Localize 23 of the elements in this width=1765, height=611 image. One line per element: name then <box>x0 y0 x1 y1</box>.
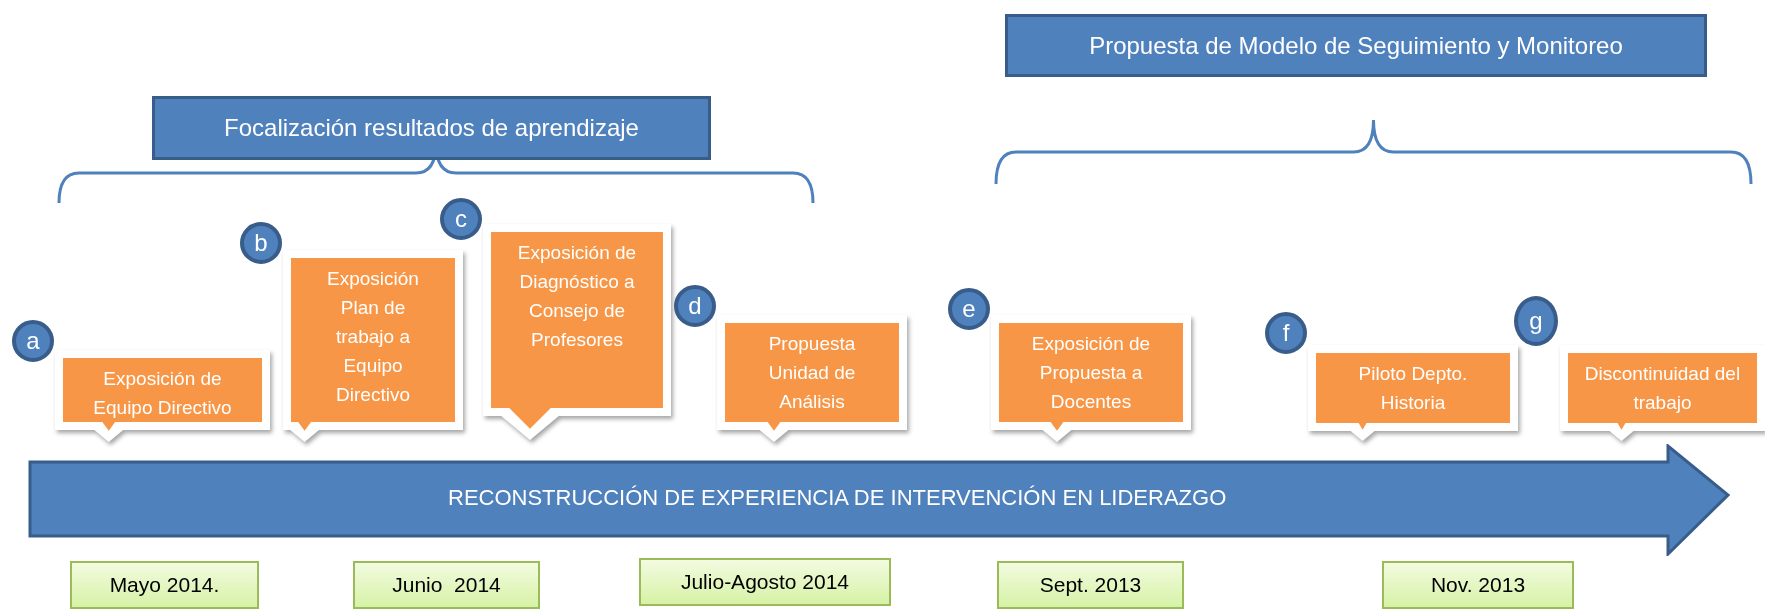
callout-text: Exposición de Diagnóstico a Consejo de Profesores <box>516 241 638 352</box>
callout-text: Piloto Depto. Historia <box>1357 362 1469 415</box>
letter-badge: f <box>1265 312 1307 354</box>
letter-badge: g <box>1514 296 1558 346</box>
date-box: Sept. 2013 <box>997 561 1184 609</box>
letter-badge: c <box>440 198 482 240</box>
date-box: Junio 2014 <box>353 561 540 609</box>
timeline-arrow <box>28 444 1730 556</box>
callout-text: Exposición de Propuesta a Docentes <box>1030 332 1152 414</box>
date-box: Nov. 2013 <box>1382 561 1574 609</box>
letter-badge: b <box>240 222 282 264</box>
callout-text: Exposición de Equipo Directivo <box>92 367 233 420</box>
arrow-label: RECONSTRUCCIÓN DE EXPERIENCIA DE INTERVENCIÓN EN LIDERAZGO <box>448 485 1227 511</box>
title-banner: Focalización resultados de aprendizaje <box>152 96 711 160</box>
callout-text: Propuesta Unidad de Análisis <box>767 332 857 414</box>
letter-badge: a <box>12 320 54 362</box>
date-box: Julio-Agosto 2014 <box>639 558 891 606</box>
letter-badge: d <box>674 285 716 327</box>
title-banner: Propuesta de Modelo de Seguimiento y Monitoreo <box>1005 14 1707 77</box>
callout-text: Exposición Plan de trabajo a Equipo Directivo <box>326 267 420 407</box>
date-box: Mayo 2014. <box>70 561 259 609</box>
callout-text: Discontinuidad del trabajo <box>1583 362 1742 415</box>
letter-badge: e <box>948 288 990 330</box>
